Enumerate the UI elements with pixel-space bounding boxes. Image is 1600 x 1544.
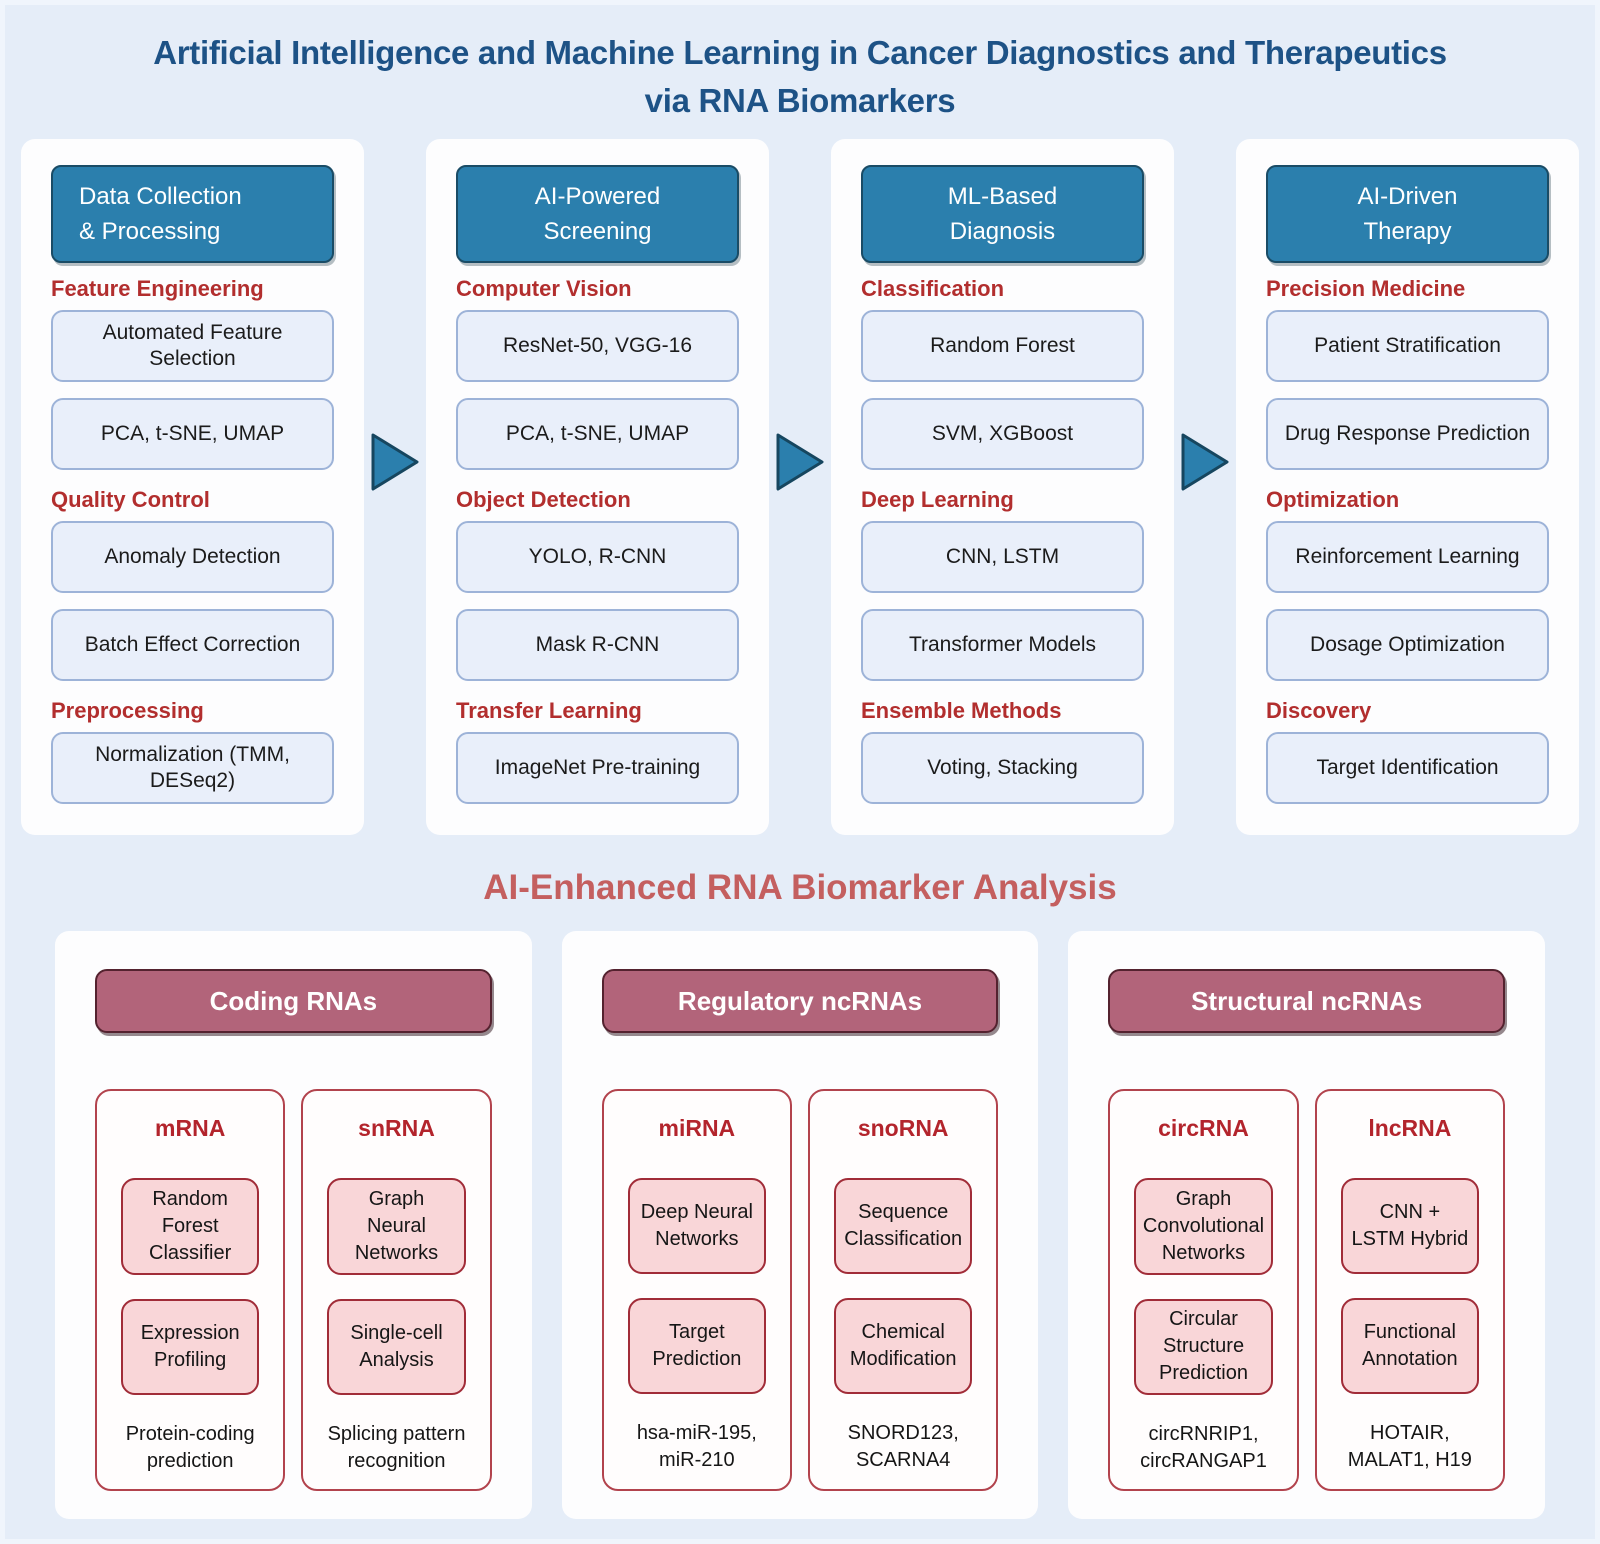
stage-header-line: Data Collection [79,183,242,210]
ai-method-box: Chemical Modification [834,1298,973,1394]
right-arrow-icon [370,432,420,497]
method-box: Normalization (TMM, DESeq2) [51,732,334,804]
right-arrow-icon [775,432,825,497]
ai-method-box: Functional Annotation [1340,1298,1480,1394]
stage-header-line: Diagnosis [949,218,1056,245]
example-genes: hsa-miR-195, miR-210 [636,1422,757,1471]
stage-header-line: AI-Powered [534,183,661,210]
ai-method-box: Graph Neural Networks [327,1178,466,1275]
method-box: Voting, Stacking [861,732,1144,804]
ai-method-box: Deep Neural Networks [627,1178,767,1274]
main-title-line-2: via RNA Biomarkers [644,82,956,119]
ai-method-box: Graph Convolutional Networks [1134,1178,1273,1275]
method-box: YOLO, R-CNN [456,521,739,593]
ai-method-box: Target Prediction [627,1298,767,1394]
method-box: Transformer Models [861,609,1144,681]
method-box: Automated Feature Selection [51,310,334,382]
right-arrow-icon [1180,432,1230,497]
ai-method-box: Random Forest Classifier [121,1178,260,1275]
method-box: Target Identification [1266,732,1549,804]
method-box: PCA, t-SNE, UMAP [456,398,739,470]
stage-header-line: AI-Driven [1357,183,1458,210]
rna-type-label: lncRNA [1368,1115,1452,1141]
category-label: Quality Control [51,487,210,512]
flow-arrow-cell [364,139,426,835]
flow-arrow-cell [1174,139,1236,835]
method-box: CNN, LSTM [861,521,1144,593]
rna-class-header: Regulatory ncRNAs [601,969,999,1033]
method-box: Mask R-CNN [456,609,739,681]
example-genes: HOTAIR, MALAT1, H19 [1347,1422,1472,1471]
main-title-line-1: Artificial Intelligence and Machine Lear… [153,34,1447,71]
rna-type-label: snRNA [358,1115,435,1141]
flow-arrow-cell [769,139,831,835]
method-box: ResNet-50, VGG-16 [456,310,739,382]
category-label: Feature Engineering [51,276,264,301]
category-label: Deep Learning [861,487,1014,512]
ai-method-box: Sequence Classification [834,1178,973,1274]
ai-method-box: Single-cell Analysis [327,1299,466,1395]
example-genes: Splicing pattern recognition [327,1423,466,1472]
example-genes: SNORD123, SCARNA4 [847,1422,959,1471]
method-box: Anomaly Detection [51,521,334,593]
example-genes: circRNRIP1, circRANGAP1 [1140,1423,1267,1472]
method-box: Dosage Optimization [1266,609,1549,681]
method-box: Reinforcement Learning [1266,521,1549,593]
rna-type-label: mRNA [155,1115,226,1141]
method-box: SVM, XGBoost [861,398,1144,470]
method-box: Drug Response Prediction [1266,398,1549,470]
method-box: ImageNet Pre-training [456,732,739,804]
ai-method-box: CNN + LSTM Hybrid [1340,1178,1480,1274]
category-label: Classification [861,276,1005,301]
method-box: PCA, t-SNE, UMAP [51,398,334,470]
stage-header-line: Therapy [1363,218,1452,245]
category-label: Computer Vision [456,276,632,301]
stage-header-line: & Processing [79,218,221,245]
rna-panel-structural-ncrnas: Structural ncRNAs circRNA Graph Convolutio… [1068,931,1546,1519]
rna-panel-regulatory-ncrnas: Regulatory ncRNAs miRNA Deep Neural Networ… [561,931,1039,1519]
biomarker-section-heading: AI-Enhanced RNA Biomarker Analysis [483,868,1117,907]
rna-type-label: circRNA [1158,1115,1249,1141]
rna-type-label: snoRNA [857,1115,949,1141]
category-label: Precision Medicine [1266,276,1466,301]
category-label: Object Detection [456,487,631,512]
rna-class-header: Structural ncRNAs [1108,969,1506,1033]
stage-header: Data Collection & Processing [51,165,334,263]
category-label: Transfer Learning [456,698,642,723]
category-label: Discovery [1266,698,1372,723]
ai-method-box: Circular Structure Prediction [1134,1298,1273,1395]
category-label: Optimization [1266,487,1400,512]
method-box: Batch Effect Correction [51,609,334,681]
ai-method-box: Expression Profiling [121,1299,260,1395]
main-title: Artificial Intelligence and Machine Lear… [5,29,1595,125]
category-label: Preprocessing [51,698,204,723]
method-box: Random Forest [861,310,1144,382]
rna-class-header: Coding RNAs [95,969,492,1033]
category-label: Ensemble Methods [861,698,1062,723]
stage-header-line: Screening [543,218,652,245]
method-box: Patient Stratification [1266,310,1549,382]
stage-header-line: ML-Based [947,183,1058,210]
example-genes: Protein-coding prediction [125,1423,255,1472]
rna-type-label: miRNA [658,1115,736,1141]
